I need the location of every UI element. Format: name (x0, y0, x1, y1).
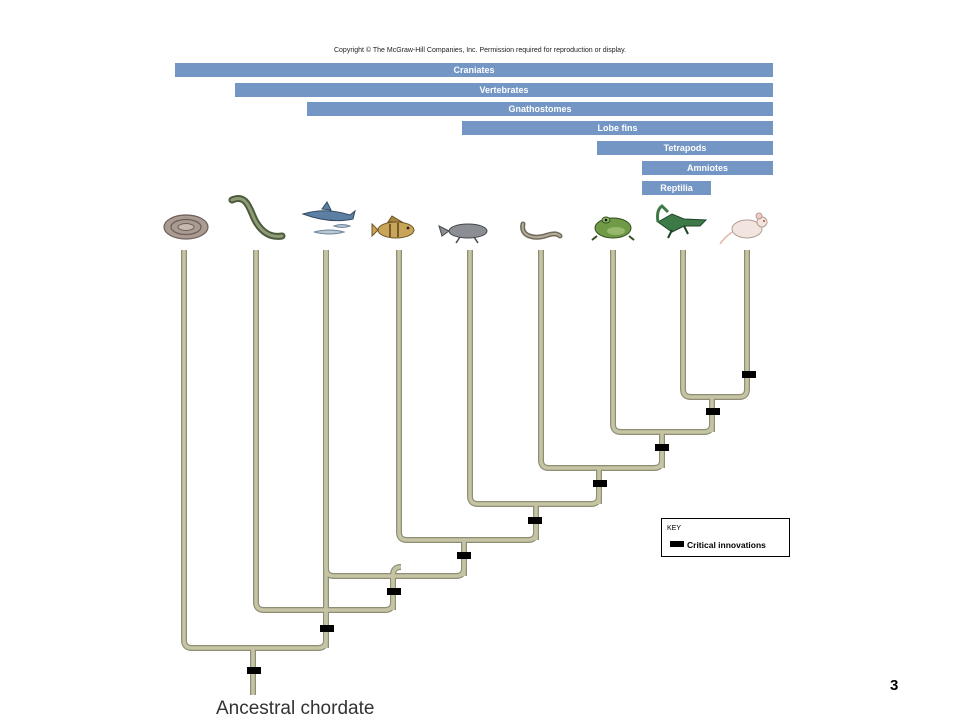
innovation-marker (457, 552, 471, 559)
shark-icon (301, 201, 356, 235)
copyright-notice: Copyright © The McGraw-Hill Companies, I… (333, 47, 626, 54)
innovation-marker (387, 588, 401, 595)
innovation-marker (247, 667, 261, 674)
group-bar-craniates: Craniates (175, 63, 773, 77)
key-legend: KEY Critical innovations (661, 518, 790, 557)
innovation-marker (320, 625, 334, 632)
innovation-marker (742, 371, 756, 378)
key-title: KEY (667, 525, 682, 532)
hagfish-icon (163, 214, 209, 240)
group-bar-tetrapods: Tetrapods (597, 141, 773, 155)
group-bar-reptilia: Reptilia (642, 181, 711, 195)
perch-icon (371, 215, 415, 239)
lamprey-icon (228, 195, 286, 240)
group-bar-amniotes: Amniotes (642, 161, 773, 175)
root-label: Ancestral chordate (216, 698, 375, 719)
mouse-icon (719, 212, 768, 245)
key-innovation-label: Critical innovations (687, 540, 766, 550)
crocodile-icon (656, 204, 708, 239)
group-bar-vertebrates: Vertebrates (235, 83, 773, 97)
group-bar-gnathostomes: Gnathostomes (307, 102, 773, 116)
key-innovation-swatch (670, 541, 684, 547)
innovation-marker (655, 444, 669, 451)
page-number: 3 (890, 677, 899, 694)
lungfish-icon (438, 223, 488, 244)
group-bar-lobe-fins: Lobe fins (462, 121, 773, 135)
tree-branch-fill (182, 250, 749, 695)
innovation-marker (528, 517, 542, 524)
innovation-marker (593, 480, 607, 487)
salamander-icon (520, 221, 563, 240)
tree-branch-outline (181, 250, 750, 695)
innovation-marker (706, 408, 720, 415)
frog-icon (591, 216, 635, 241)
